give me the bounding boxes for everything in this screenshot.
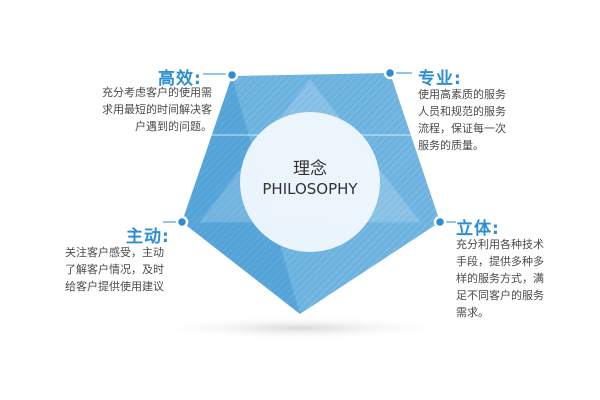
item-title-multidimensional: 立体: bbox=[456, 219, 500, 239]
desc-line: 样的服务方式，满 bbox=[456, 272, 544, 285]
desc-line: 足不同客户的服务 bbox=[456, 289, 544, 302]
desc-line: 求用最短的时间解决客 bbox=[102, 103, 212, 116]
desc-line: 了解客户情况，及时 bbox=[65, 263, 164, 276]
desc-line: 手段，提供多种多 bbox=[456, 255, 544, 268]
desc-line: 需求。 bbox=[456, 306, 489, 319]
desc-line: 关注客户感受，主动 bbox=[65, 246, 164, 259]
center-subtitle: PHILOSOPHY bbox=[262, 180, 358, 198]
desc-line: 充分利用各种技术 bbox=[456, 238, 544, 251]
desc-line: 充分考虑客户的使用需 bbox=[102, 86, 212, 99]
item-desc-professional: 使用高素质的服务 人员和规范的服务 流程，保证每一次 服务的质量。 bbox=[418, 86, 506, 154]
desc-line: 使用高素质的服务 bbox=[418, 88, 506, 101]
item-desc-multidimensional: 充分利用各种技术 手段，提供多种多 样的服务方式，满 足不同客户的服务 需求。 bbox=[456, 236, 544, 321]
desc-line: 人员和规范的服务 bbox=[418, 105, 506, 118]
desc-line: 户遇到的问题。 bbox=[135, 120, 212, 133]
item-desc-efficient: 充分考虑客户的使用需 求用最短的时间解决客 户遇到的问题。 bbox=[60, 84, 212, 135]
ground-shadow bbox=[150, 316, 450, 340]
desc-line: 给客户提供使用建议 bbox=[65, 280, 164, 293]
center-title: 理念 bbox=[293, 159, 327, 179]
item-title-professional: 专业: bbox=[418, 69, 462, 89]
facet-left bbox=[182, 76, 300, 314]
desc-line: 服务的质量。 bbox=[418, 139, 484, 152]
vertex-dot-left bbox=[175, 215, 189, 229]
item-desc-proactive: 关注客户感受，主动 了解客户情况，及时 给客户提供使用建议 bbox=[40, 244, 164, 295]
desc-line: 流程，保证每一次 bbox=[418, 122, 506, 135]
center-circle bbox=[240, 112, 380, 252]
vertex-dot-top-right bbox=[383, 66, 397, 80]
vertex-dot-right bbox=[433, 215, 447, 229]
item-title-efficient: 高效: bbox=[158, 69, 202, 89]
vertex-dot-top-left bbox=[225, 68, 239, 82]
item-title-proactive: 主动: bbox=[126, 227, 170, 247]
